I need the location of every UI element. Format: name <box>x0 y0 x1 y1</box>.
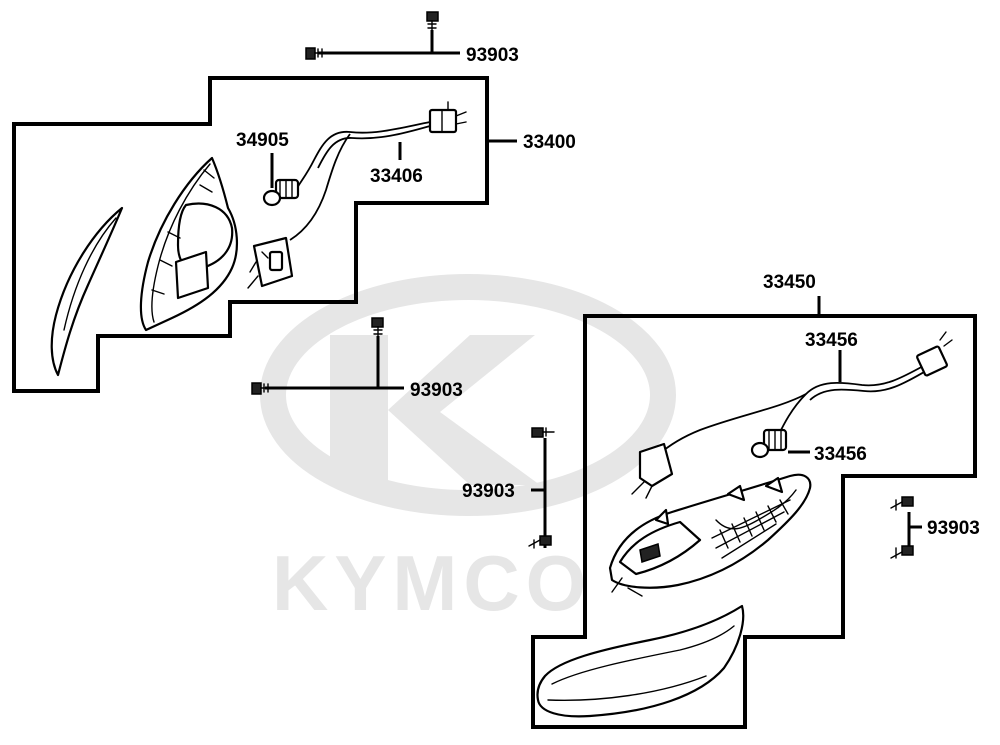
rear-lamp-housing <box>608 473 812 597</box>
callout-screw-left-pair: 93903 <box>462 481 515 502</box>
rear-harness <box>657 331 953 456</box>
callout-front-bulb: 34905 <box>236 130 289 151</box>
watermark-logo-ring <box>260 274 676 516</box>
screw-top-vertical <box>426 11 439 33</box>
callout-screw-right-pair: 93903 <box>927 518 980 539</box>
callout-screw-middle: 93903 <box>410 380 463 401</box>
leader-screw-middle <box>265 336 404 390</box>
screw-right-lower <box>890 545 914 559</box>
leader-screw-left-pair <box>531 438 547 548</box>
screw-left-upper <box>531 427 555 438</box>
rear-connector <box>631 442 674 499</box>
callout-front-assembly: 33400 <box>523 132 576 153</box>
watermark-k-glyph <box>330 335 540 485</box>
callout-front-harness: 33406 <box>370 166 423 187</box>
screw-right-upper <box>890 496 914 511</box>
screw-middle-vertical <box>371 317 384 339</box>
callout-rear-harness: 33456 <box>805 330 858 351</box>
rear-bulb-socket <box>750 428 788 459</box>
front-harness <box>289 101 467 241</box>
front-bulb-socket <box>262 178 300 207</box>
front-lens <box>50 206 124 377</box>
callout-screw-top: 93903 <box>466 45 519 66</box>
screw-icon <box>251 11 914 559</box>
kymco-watermark: KYMCO <box>260 274 676 627</box>
leader-lines <box>265 30 922 552</box>
watermark-brand-text: KYMCO <box>272 539 592 627</box>
leader-screw-top <box>318 30 460 55</box>
callout-labels: 93903 33400 34905 33406 93903 33450 3345… <box>236 45 980 539</box>
front-connector <box>247 236 294 289</box>
front-assembly-outline <box>12 76 489 393</box>
rear-lens <box>536 604 745 718</box>
callout-rear-bulb: 33456 <box>814 444 867 465</box>
screw-top-horizontal <box>305 47 327 60</box>
rear-assembly-outline <box>531 314 977 729</box>
screw-left-lower <box>528 535 552 549</box>
callout-rear-assembly: 33450 <box>763 272 816 293</box>
screw-middle-horizontal <box>251 382 273 395</box>
front-lamp-housing <box>139 156 239 332</box>
